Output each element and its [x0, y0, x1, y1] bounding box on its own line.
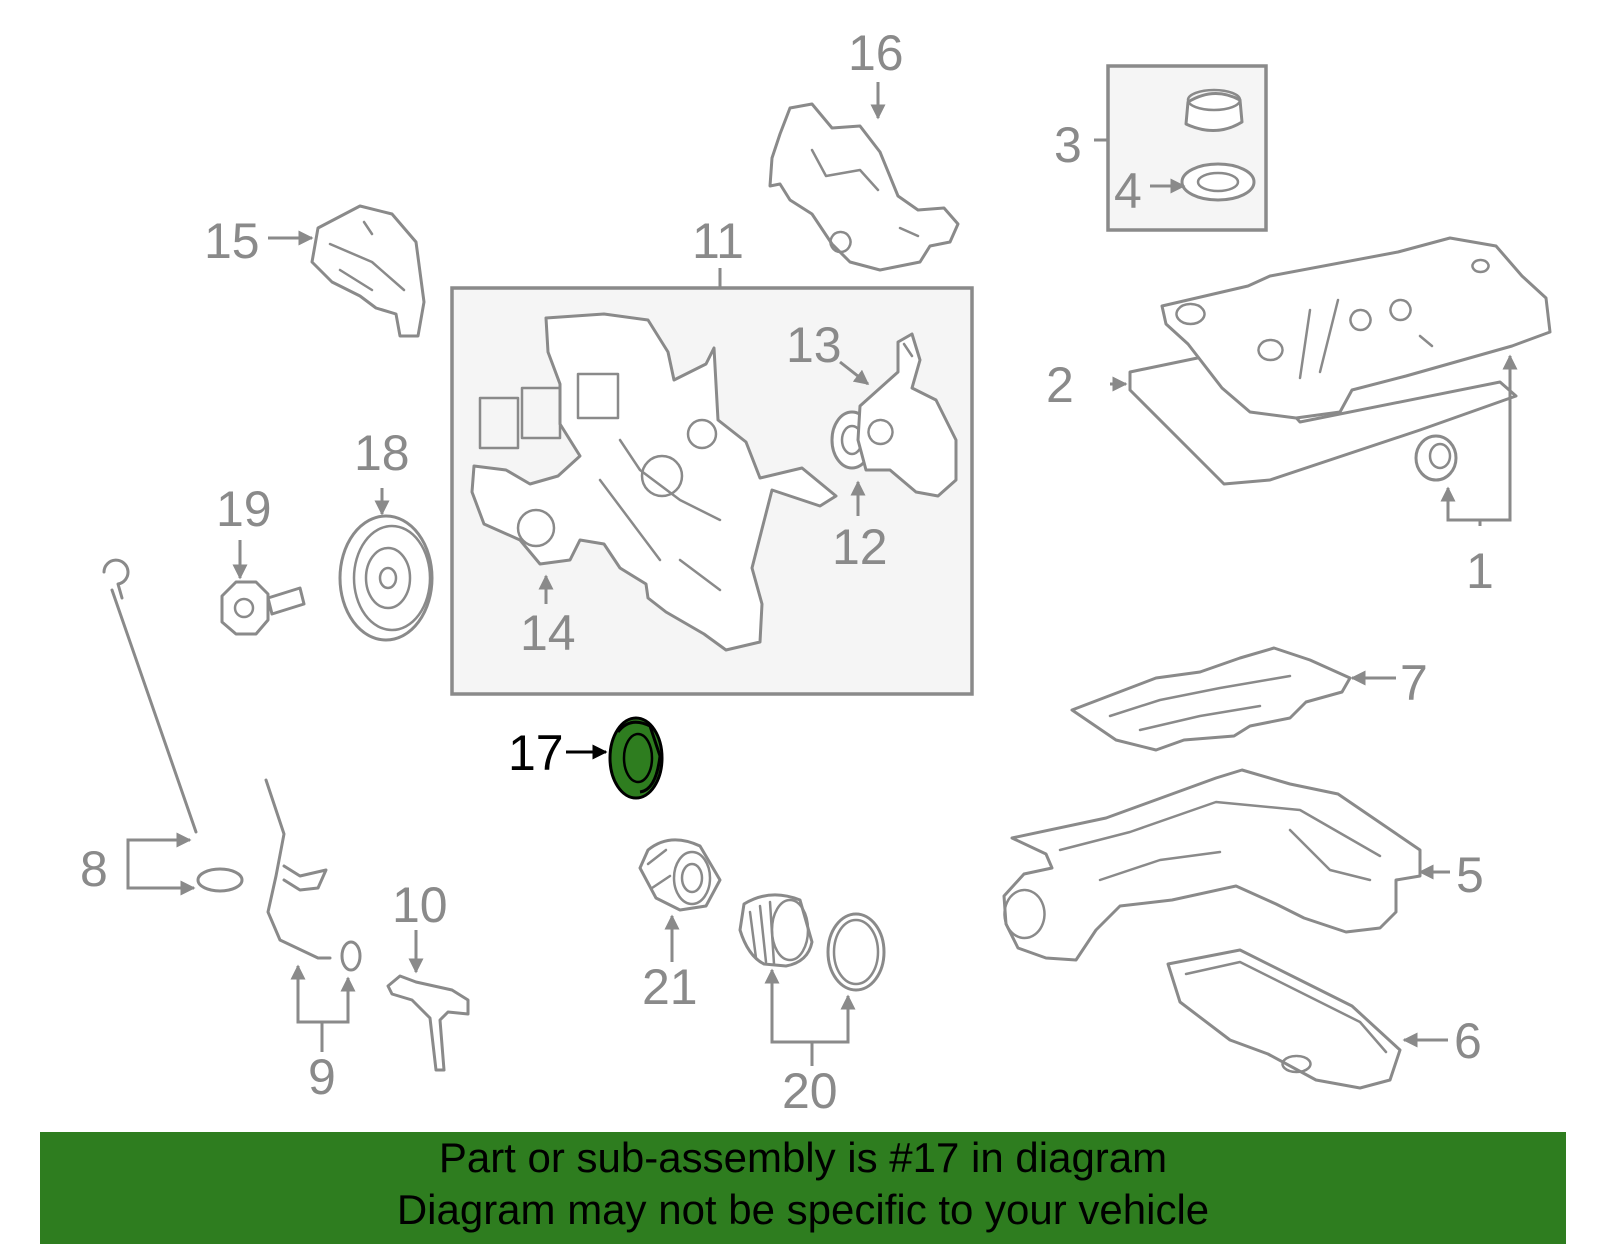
callout-13: 13	[786, 317, 842, 373]
info-banner: Part or sub-assembly is #17 in diagram D…	[40, 1132, 1566, 1244]
callout-2: 2	[1046, 357, 1074, 413]
callout-14: 14	[520, 605, 576, 661]
callout-1: 1	[1466, 543, 1494, 599]
part-4-gasket-shape	[1180, 162, 1256, 202]
part-3-cap-shape	[1184, 88, 1244, 132]
callout-18: 18	[354, 425, 410, 481]
callout-12: 12	[832, 519, 888, 575]
leader-lines	[126, 82, 1518, 1066]
part-7-baffle-shape	[1070, 646, 1352, 752]
part-3-box	[1106, 64, 1268, 232]
callout-15: 15	[204, 213, 260, 269]
part-18-pulley-shape	[338, 514, 434, 642]
callout-20: 20	[782, 1063, 838, 1119]
callout-5: 5	[1456, 847, 1484, 903]
part-1-seal-shape	[1414, 434, 1458, 482]
part-6-lower-pan-shape	[1166, 948, 1402, 1090]
callout-21: 21	[642, 959, 698, 1015]
part-10-bracket-shape	[386, 974, 470, 1072]
part-13-oil-pump-shape	[856, 332, 958, 498]
callout-11: 11	[692, 213, 744, 269]
part-17-seal-shape	[608, 716, 664, 800]
part-8-dipstick-shape	[102, 558, 244, 893]
callout-6: 6	[1454, 1013, 1482, 1069]
banner-line-1: Part or sub-assembly is #17 in diagram	[438, 1134, 1168, 1181]
part-19-bolt-shape	[220, 580, 306, 636]
part-21-filter-cap-shape	[638, 838, 722, 912]
part-20-oil-filter-shape	[738, 893, 886, 992]
callout-16: 16	[848, 25, 904, 81]
part-5-oil-pan-shape	[1002, 768, 1422, 962]
banner-line-2: Diagram may not be specific to your vehi…	[396, 1186, 1210, 1233]
part-9-guide-tube-shape	[264, 778, 362, 972]
callout-17: 17	[508, 725, 564, 781]
callout-7: 7	[1400, 655, 1428, 711]
callout-10: 10	[392, 877, 448, 933]
callout-19: 19	[216, 481, 272, 537]
callout-8: 8	[80, 841, 108, 897]
part-11-timing-cover-shape	[470, 312, 838, 652]
part-2-valve-cover-shape	[1128, 236, 1552, 486]
callout-3: 3	[1054, 117, 1082, 173]
callout-9: 9	[308, 1049, 336, 1105]
callout-4: 4	[1114, 163, 1142, 219]
part-16-cover-shape	[768, 102, 960, 272]
part-15-bracket-shape	[310, 204, 426, 338]
